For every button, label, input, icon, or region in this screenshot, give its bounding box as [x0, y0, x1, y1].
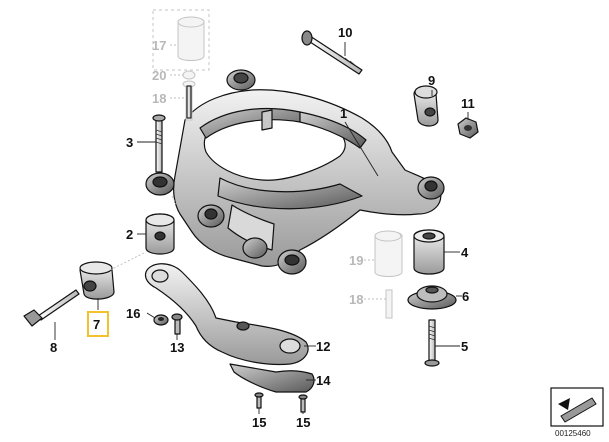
- nut-16: [153, 314, 169, 326]
- callout-7[interactable]: 7: [93, 317, 100, 332]
- callout-9[interactable]: 9: [428, 73, 435, 88]
- arrow-badge-icon: [558, 397, 597, 423]
- callout-17[interactable]: 17: [152, 38, 166, 53]
- bushing-4: [413, 229, 445, 275]
- leader-lines: [54, 42, 469, 414]
- callout-8[interactable]: 8: [50, 340, 57, 355]
- callout-10[interactable]: 10: [338, 25, 352, 40]
- nut-11: [457, 117, 479, 139]
- ghost-bushing-19-top: [374, 230, 402, 242]
- screw-13: [171, 313, 183, 335]
- ghost-parts: [152, 9, 403, 319]
- callout-1[interactable]: 1: [340, 106, 347, 121]
- arrow-badge-frame: [550, 387, 604, 427]
- mount-6: [407, 285, 457, 310]
- screw-15a: [254, 392, 264, 409]
- callout-16[interactable]: 16: [126, 306, 140, 321]
- callout-15b[interactable]: 15: [296, 415, 310, 430]
- ghost-bolt-18b: [385, 289, 393, 319]
- bushing-2: [145, 213, 175, 255]
- drawing-number: 00125460: [555, 429, 591, 438]
- ghost-bushing-17-top: [177, 16, 205, 28]
- callout-11[interactable]: 11: [461, 96, 475, 111]
- callout-6[interactable]: 6: [462, 289, 469, 304]
- callout-4[interactable]: 4: [461, 245, 469, 260]
- screw-15b: [298, 394, 308, 413]
- callout-3[interactable]: 3: [126, 135, 133, 150]
- callout-19[interactable]: 19: [349, 253, 363, 268]
- bolt-18: [186, 85, 192, 119]
- bushing-7: [79, 261, 115, 300]
- callout-13[interactable]: 13: [170, 340, 184, 355]
- bolt-5: [424, 319, 440, 367]
- bolt-long-10: [301, 30, 363, 75]
- highlight-box: [87, 311, 109, 337]
- ghost-frame: [152, 9, 210, 71]
- arrow-badge: 00125460: [550, 387, 604, 438]
- callout-18a[interactable]: 18: [152, 91, 166, 106]
- bracket-12: [144, 263, 309, 366]
- bolt-8: [23, 289, 80, 327]
- bushing-9: [413, 85, 439, 127]
- callout-labels: 1 2 3 4 5 6 7 8 9 10 11 12 13 14 15 15 1…: [50, 25, 475, 430]
- callout-14[interactable]: 14: [316, 373, 331, 388]
- callout-5[interactable]: 5: [461, 339, 468, 354]
- callout-2[interactable]: 2: [126, 227, 133, 242]
- rear-axle-carrier: [145, 69, 445, 275]
- callout-15a[interactable]: 15: [252, 415, 266, 430]
- callout-20[interactable]: 20: [152, 68, 166, 83]
- bolt-3: [152, 114, 166, 173]
- shield-14: [229, 363, 315, 393]
- callout-12[interactable]: 12: [316, 339, 330, 354]
- callout-18b[interactable]: 18: [349, 292, 363, 307]
- ghost-washer-20: [182, 70, 196, 80]
